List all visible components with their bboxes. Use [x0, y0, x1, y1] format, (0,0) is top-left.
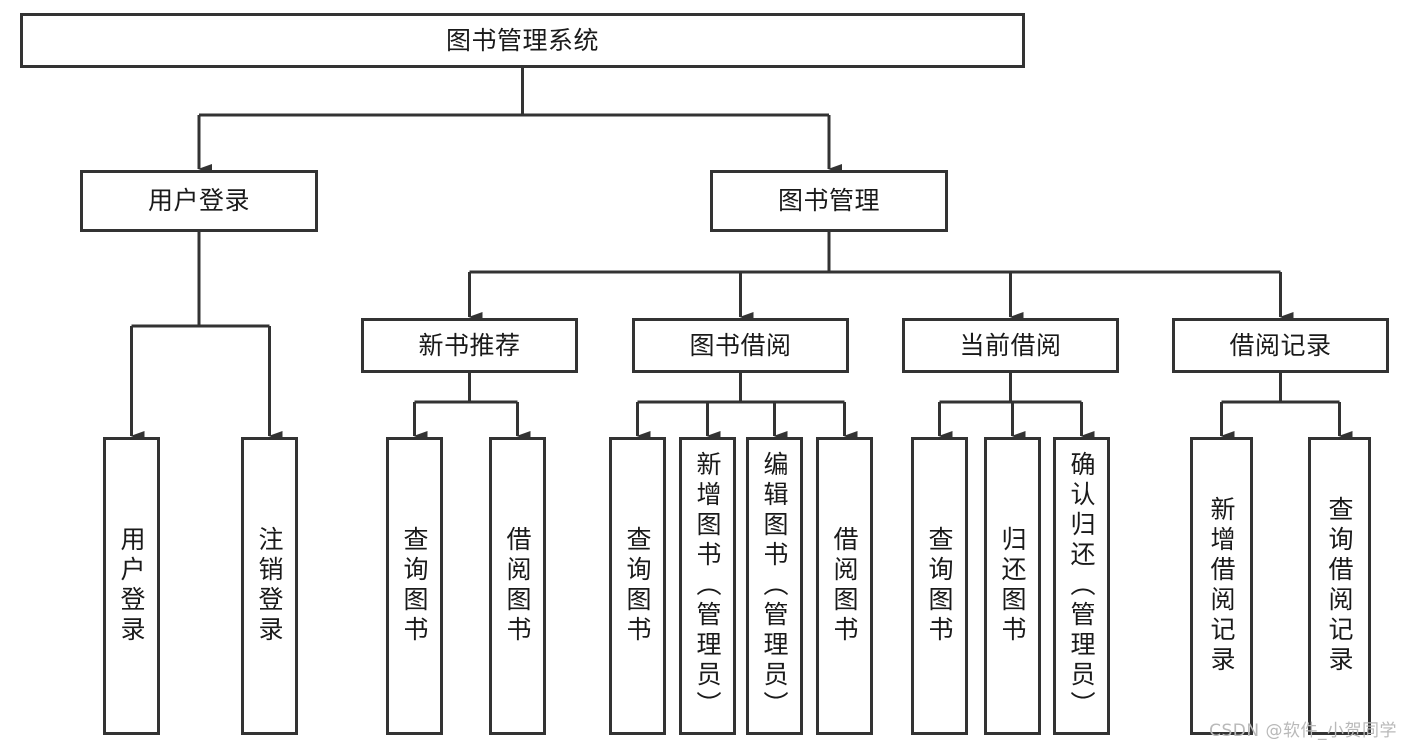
node-label-current-borrow: 当前借阅 [959, 330, 1062, 360]
node-label-leaf-record-query: 查询借阅记录 [1325, 496, 1354, 676]
node-leaf-current-return[interactable]: 归还图书 [984, 437, 1041, 735]
node-root[interactable]: 图书管理系统 [20, 13, 1025, 68]
node-label-leaf-borrow-query: 查询图书 [623, 526, 652, 646]
node-leaf-borrow-add[interactable]: 新增图书（管理员） [679, 437, 736, 735]
node-leaf-recommend-query[interactable]: 查询图书 [386, 437, 443, 735]
node-leaf-borrow-lend[interactable]: 借阅图书 [816, 437, 873, 735]
node-label-borrow-record: 借阅记录 [1229, 330, 1332, 360]
node-borrow-record[interactable]: 借阅记录 [1172, 318, 1389, 373]
node-book-manage[interactable]: 图书管理 [710, 170, 948, 232]
node-leaf-current-query[interactable]: 查询图书 [911, 437, 968, 735]
node-label-leaf-record-add: 新增借阅记录 [1207, 496, 1236, 676]
node-label-book-borrow: 图书借阅 [689, 330, 792, 360]
node-label-book-manage: 图书管理 [777, 186, 880, 216]
node-leaf-current-confirm[interactable]: 确认归还（管理员） [1053, 437, 1110, 735]
node-label-leaf-recommend-query: 查询图书 [400, 526, 429, 646]
node-leaf-user-login[interactable]: 用户登录 [103, 437, 160, 735]
node-label-leaf-borrow-lend: 借阅图书 [830, 526, 859, 646]
node-label-leaf-borrow-edit: 编辑图书（管理员） [760, 451, 789, 721]
node-leaf-borrow-query[interactable]: 查询图书 [609, 437, 666, 735]
node-label-leaf-user-logout: 注销登录 [255, 526, 284, 646]
node-book-borrow[interactable]: 图书借阅 [632, 318, 849, 373]
node-label-leaf-recommend-borrow: 借阅图书 [503, 526, 532, 646]
node-label-leaf-current-confirm: 确认归还（管理员） [1067, 451, 1096, 721]
node-leaf-record-query[interactable]: 查询借阅记录 [1308, 437, 1371, 735]
node-new-book-recommend[interactable]: 新书推荐 [361, 318, 578, 373]
node-label-user-login: 用户登录 [147, 186, 250, 216]
node-leaf-user-logout[interactable]: 注销登录 [241, 437, 298, 735]
node-label-leaf-current-return: 归还图书 [998, 526, 1027, 646]
node-current-borrow[interactable]: 当前借阅 [902, 318, 1119, 373]
node-label-leaf-borrow-add: 新增图书（管理员） [693, 451, 722, 721]
node-label-root: 图书管理系统 [445, 25, 599, 55]
node-label-new-book-recommend: 新书推荐 [418, 330, 521, 360]
csdn-watermark: CSDN @软件_小贺同学 [1209, 721, 1397, 741]
node-label-leaf-user-login: 用户登录 [117, 526, 146, 646]
node-leaf-recommend-borrow[interactable]: 借阅图书 [489, 437, 546, 735]
node-leaf-borrow-edit[interactable]: 编辑图书（管理员） [746, 437, 803, 735]
node-label-leaf-current-query: 查询图书 [925, 526, 954, 646]
node-leaf-record-add[interactable]: 新增借阅记录 [1190, 437, 1253, 735]
node-user-login[interactable]: 用户登录 [80, 170, 318, 232]
